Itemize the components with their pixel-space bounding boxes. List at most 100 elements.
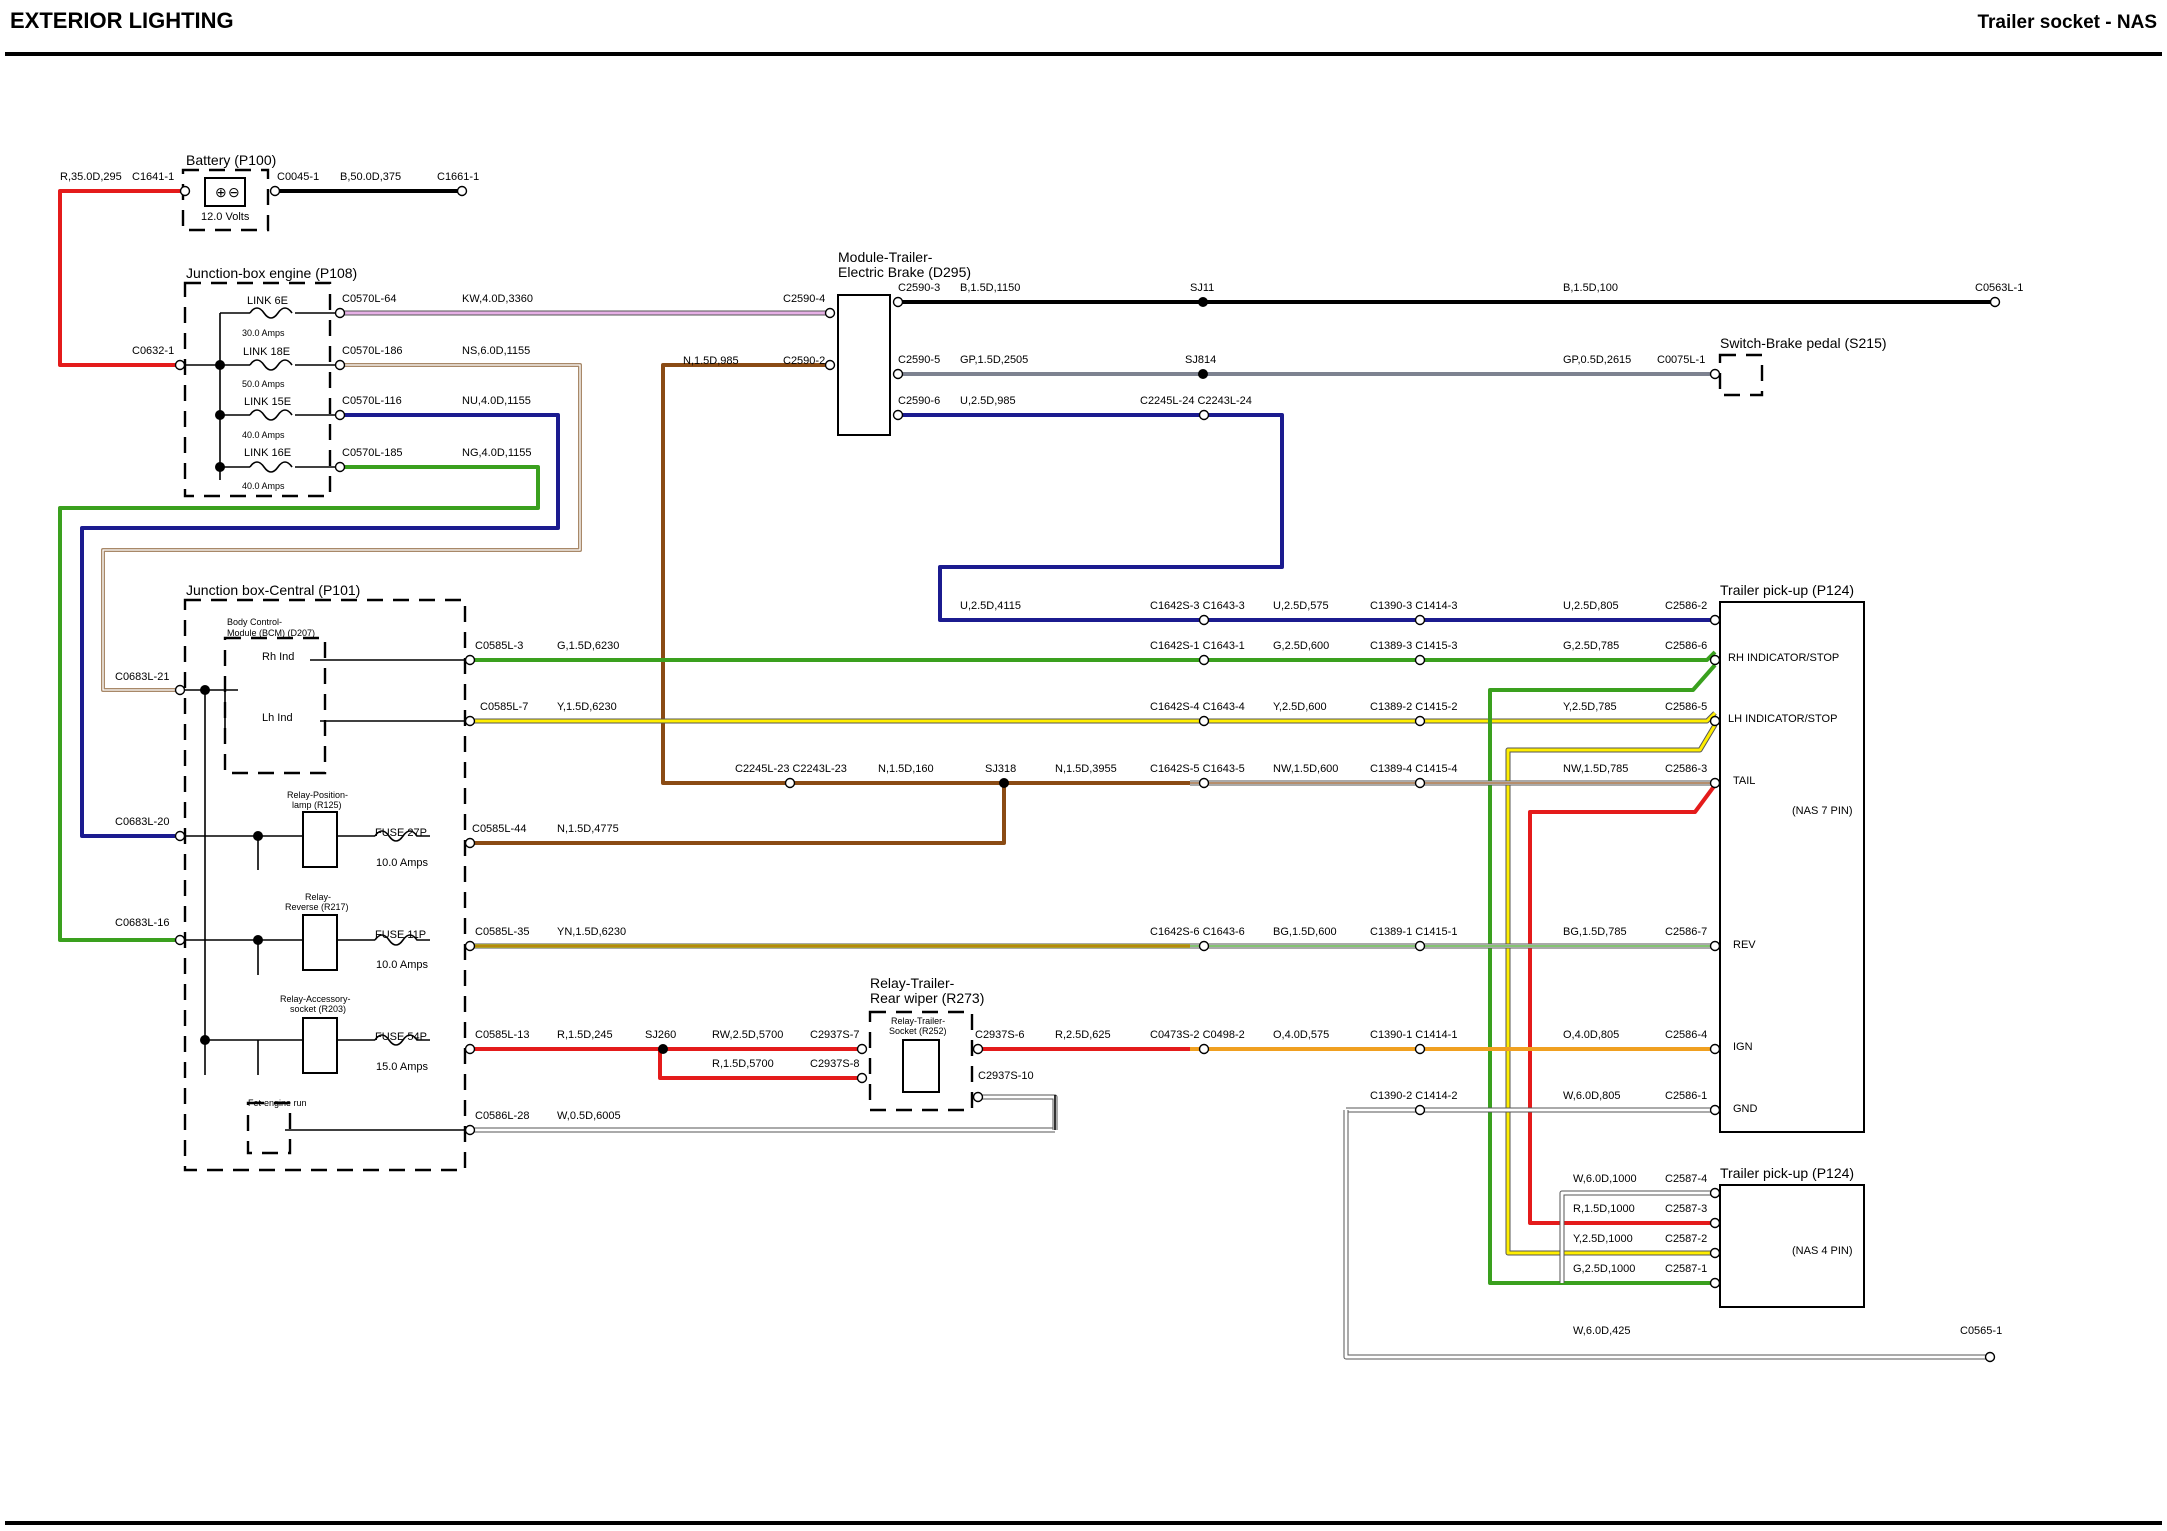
connector-pin-icon (824, 307, 836, 319)
wire-label: C1642S-6 C1643-6 (1150, 926, 1245, 938)
link18e-wire-tracer (102, 364, 581, 691)
connector-pin-icon (1709, 940, 1721, 952)
relay-out-wire-edge (978, 1094, 1058, 1130)
lh-indicator-wire (470, 711, 1717, 723)
wire-label: C2587-3 (1665, 1203, 1707, 1215)
relay-wiper-title-2: Rear wiper (R273) (870, 990, 984, 1006)
tail-4pin-wire (1528, 783, 1717, 1225)
wire-label: C2590-2 (783, 355, 825, 367)
battery-symbol (204, 177, 246, 207)
connector-pin-icon (1198, 940, 1210, 952)
wire-label: Y,2.5D,1000 (1573, 1233, 1633, 1245)
wire-label: N,1.5D,985 (683, 355, 739, 367)
relay-acc-title-2: socket (R203) (290, 1004, 346, 1014)
wire-label: Y,2.5D,785 (1563, 701, 1617, 713)
wire-label: C1389-1 C1415-1 (1370, 926, 1457, 938)
wire-label: C1390-1 C1414-1 (1370, 1029, 1457, 1041)
connector-pin-icon (174, 684, 186, 696)
wire-label: C2590-6 (898, 395, 940, 407)
page-title: EXTERIOR LIGHTING (10, 8, 234, 33)
relay-pos-title-2: lamp (R125) (292, 800, 342, 810)
wire-label: C2937S-6 (975, 1029, 1025, 1041)
relay-wiper-title-1: Relay-Trailer- (870, 975, 955, 991)
wire-label: NS,6.0D,1155 (462, 345, 530, 357)
splice-dot (1198, 369, 1208, 379)
wire-label: C1661-1 (437, 171, 479, 183)
connector-pin-icon (1414, 940, 1426, 952)
wire-label: C2586-3 (1665, 763, 1707, 775)
connector-pin-icon (179, 185, 191, 197)
trailer7-title: Trailer pick-up (P124) (1720, 582, 1854, 598)
relay-trailer-rear-wiper-outline (868, 1010, 974, 1112)
connector-pin-icon (1414, 777, 1426, 789)
fuse-labels: LINK 6E 30.0 Amps LINK 18E 50.0 Amps LIN… (242, 295, 428, 1073)
wire-label: Y,1.5D,6230 (557, 701, 617, 713)
fuse-link-icon (249, 359, 293, 371)
wire-label: C2245L-23 C2243L-23 (735, 763, 847, 775)
splice-dot (215, 410, 225, 420)
page-subtitle: Trailer socket - NAS (1977, 12, 2157, 33)
trailer7-type: (NAS 7 PIN) (1792, 805, 1853, 817)
link15e-wire (80, 413, 560, 838)
trailer7-pin-rev: REV (1733, 939, 1756, 951)
wire-label: W,6.0D,805 (1563, 1090, 1620, 1102)
fuse-name: FUSE 27P (375, 827, 427, 839)
connector-pin-icon (784, 777, 796, 789)
wire-label: N,1.5D,4775 (557, 823, 619, 835)
relay-acc-title-1: Relay-Accessory- (280, 994, 351, 1004)
wire-label: GP,1.5D,2505 (960, 354, 1028, 366)
connector-pin-icon (1198, 1043, 1210, 1055)
connector-pins (174, 185, 2001, 1363)
wire-label: NW,1.5D,785 (1563, 763, 1628, 775)
connector-pin-icon (464, 1124, 476, 1136)
fuse-icon (374, 830, 430, 842)
wire-label: C0045-1 (277, 171, 319, 183)
wire-label: R,35.0D,295 (60, 171, 122, 183)
wire-label: C0585L-7 (480, 701, 528, 713)
connector-pin-icon (1709, 654, 1721, 666)
wire-label: G,2.5D,785 (1563, 640, 1619, 652)
relay-accessory-socket (302, 1017, 338, 1074)
switch-brake-title: Switch-Brake pedal (S215) (1720, 335, 1887, 351)
wire-label: C0473S-2 C0498-2 (1150, 1029, 1245, 1041)
wire-label: NW,1.5D,600 (1273, 763, 1338, 775)
wire-label: C2586-5 (1665, 701, 1707, 713)
fuse-rating: 40.0 Amps (242, 430, 285, 440)
fuse-link-icon (249, 409, 293, 421)
wire-label: C1389-2 C1415-2 (1370, 701, 1457, 713)
splice-dot (200, 685, 210, 695)
wire-label: R,1.5D,1000 (1573, 1203, 1635, 1215)
wire-label: KW,4.0D,3360 (462, 293, 533, 305)
fuse-name: LINK 15E (244, 396, 291, 408)
wire-label: C2590-3 (898, 282, 940, 294)
gnd-chassis-wire (1344, 1110, 1990, 1359)
component-titles: Battery (P100) 12.0 Volts Junction-box e… (186, 152, 1887, 1257)
connector-pin-icon (1709, 1043, 1721, 1055)
relay-position-lamp (302, 811, 338, 868)
wire-label: C2937S-8 (810, 1058, 860, 1070)
connector-pin-icon (464, 940, 476, 952)
connector-pin-icon (334, 307, 346, 319)
wire-label: C0683L-16 (115, 917, 169, 929)
fuse-name: LINK 6E (247, 295, 288, 307)
acc-relay-wire (658, 1049, 862, 1080)
wire-label: C0683L-21 (115, 671, 169, 683)
wire-label: C1389-3 C1415-3 (1370, 640, 1457, 652)
connector-pin-icon (1198, 409, 1210, 421)
trailer7-pin-tail: TAIL (1733, 775, 1755, 787)
wire-label: R,1.5D,5700 (712, 1058, 774, 1070)
wire-label: C2587-2 (1665, 1233, 1707, 1245)
fuse-rating: 15.0 Amps (376, 1061, 428, 1073)
connector-pin-icon (174, 359, 186, 371)
connector-pin-icon (1709, 715, 1721, 727)
connector-pin-icon (334, 359, 346, 371)
connector-pin-icon (456, 185, 468, 197)
splice-dot (999, 778, 1009, 788)
connector-pin-icon (1414, 654, 1426, 666)
wire-label: C0632-1 (132, 345, 174, 357)
components: ⊕ ⊖ (174, 168, 2001, 1363)
wire-label: W,6.0D,1000 (1573, 1173, 1637, 1185)
fuse-name: FUSE 54P (375, 1031, 427, 1043)
battery-minus-icon: ⊖ (228, 184, 240, 200)
